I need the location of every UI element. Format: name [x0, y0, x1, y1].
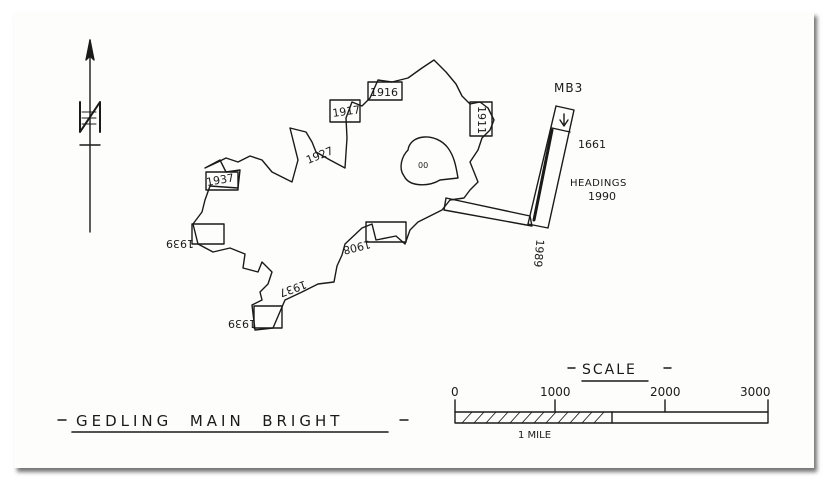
round-pillar: [400, 136, 459, 186]
scale-tick-0: 0: [451, 385, 459, 399]
headings-year: 1990: [588, 190, 616, 203]
year-label-1916: 1916: [370, 86, 398, 99]
year-label-1937-left: 1937: [205, 171, 235, 189]
shaft-mb3: [527, 105, 575, 229]
headings-label: HEADINGS: [570, 178, 627, 189]
year-label-1908: 1908: [342, 237, 372, 256]
pillar-label: 00: [418, 161, 428, 170]
page-title: GEDLING MAIN BRIGHT: [76, 412, 343, 430]
north-letter: N: [101, 114, 108, 124]
shaft-label: MB3: [554, 81, 583, 95]
scale-tick-2000: 2000: [650, 385, 681, 399]
shaft-top-label: 1661: [578, 138, 606, 151]
year-label-1917: 1917: [332, 103, 362, 120]
year-label-1911: 1911: [475, 106, 488, 134]
year-label-1927: 1927: [304, 144, 335, 167]
year-label-1939-bottom: 1939: [228, 317, 256, 330]
workings-outline: [192, 59, 495, 331]
roadway: [443, 197, 533, 227]
scale-bar: [454, 367, 769, 424]
north-arrow-icon: [79, 39, 101, 233]
year-label-1937-bottom: 1937: [278, 278, 309, 300]
year-label-1989: 1989: [531, 239, 546, 268]
scale-heading: SCALE: [582, 362, 637, 378]
year-label-1939-left: 1939: [166, 237, 194, 250]
scale-tick-1000: 1000: [540, 385, 571, 399]
paper-sheet: [14, 12, 814, 468]
scale-tick-3000: 3000: [740, 385, 771, 399]
mile-label: 1 MILE: [518, 430, 551, 441]
